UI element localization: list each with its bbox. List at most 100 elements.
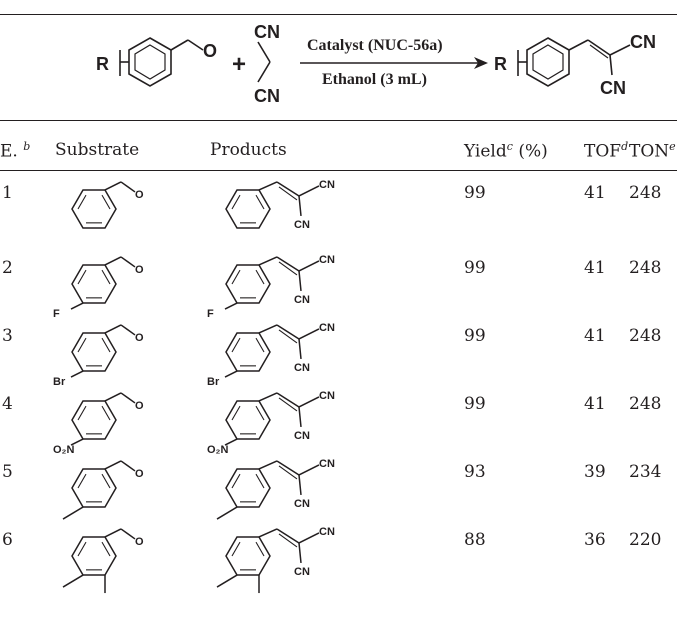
aldehyde-bond bbox=[104, 460, 122, 470]
ring-double-bond bbox=[231, 473, 241, 489]
alkene-double-bond bbox=[278, 397, 298, 412]
row-tof: 41 bbox=[584, 183, 606, 203]
carbonyl-bond bbox=[120, 256, 136, 268]
carbonyl-bond bbox=[120, 181, 136, 193]
header-yield-label: Yield bbox=[464, 141, 507, 162]
ring-double-bond bbox=[255, 405, 265, 421]
ring-double-bond bbox=[231, 337, 241, 353]
ring-double-bond bbox=[101, 337, 111, 353]
cn-label-bottom: CN bbox=[294, 566, 310, 578]
scheme-product-r-group: R bbox=[494, 54, 507, 74]
header-entry-footnote: b bbox=[23, 140, 31, 153]
benzene-ring bbox=[71, 189, 117, 229]
benzene-ring bbox=[71, 400, 117, 440]
row-yield: 99 bbox=[464, 258, 486, 278]
row-entry: 6 bbox=[2, 530, 13, 550]
ring-double-bond bbox=[101, 405, 111, 421]
row-tof: 39 bbox=[584, 462, 606, 482]
scheme-malononitrile-cn-top: CN bbox=[254, 22, 280, 42]
cn-label-top: CN bbox=[319, 458, 335, 470]
vinyl-bond bbox=[258, 256, 278, 266]
cn-label-bottom: CN bbox=[294, 362, 310, 374]
scheme-solvent-label: Ethanol (3 mL) bbox=[322, 71, 427, 88]
benzene-ring bbox=[225, 332, 271, 372]
alkene-bond bbox=[276, 392, 300, 408]
carbonyl-bond bbox=[120, 392, 136, 404]
row-entry: 5 bbox=[2, 462, 13, 482]
cn-bond-bottom bbox=[298, 195, 302, 217]
cn-label-bottom: CN bbox=[294, 219, 310, 231]
cn-bond-bottom bbox=[298, 338, 302, 360]
header-ton-footnote: e bbox=[669, 140, 676, 153]
substituent-bond bbox=[224, 302, 238, 310]
row-yield: 93 bbox=[464, 462, 486, 482]
scheme-product-cn-top: CN bbox=[630, 32, 656, 52]
ring-double-bond bbox=[255, 541, 265, 557]
ring-double-bond bbox=[231, 405, 241, 421]
ring-double-bond bbox=[77, 194, 87, 210]
substituent-label: F bbox=[207, 308, 214, 320]
aldehyde-o-label: O bbox=[135, 468, 144, 480]
aldehyde-o-label: O bbox=[135, 400, 144, 412]
header-tof: TOFd bbox=[584, 140, 628, 162]
row-tof: 41 bbox=[584, 326, 606, 346]
vinyl-bond bbox=[258, 528, 278, 538]
ring-double-bond bbox=[77, 405, 87, 421]
cn-bond-bottom bbox=[298, 542, 302, 564]
ring-double-bond bbox=[101, 473, 111, 489]
ring-double-bond bbox=[77, 269, 87, 285]
methyl-bond bbox=[62, 506, 84, 520]
aldehyde-o-label: O bbox=[135, 332, 144, 344]
cn-bond-top bbox=[298, 396, 320, 408]
alkene-double-bond bbox=[278, 465, 298, 480]
alkene-bond bbox=[276, 528, 300, 544]
substrate-structure: OF bbox=[53, 256, 144, 320]
row-ton: 248 bbox=[629, 394, 662, 414]
cn-bond-top bbox=[298, 328, 320, 340]
substituent-bond bbox=[224, 370, 238, 378]
cn-label-bottom: CN bbox=[294, 498, 310, 510]
row-yield: 99 bbox=[464, 394, 486, 414]
alkene-double-bond bbox=[278, 533, 298, 548]
carbonyl-bond bbox=[120, 460, 136, 472]
ring-double-bond bbox=[255, 473, 265, 489]
ring-double-bond bbox=[231, 194, 241, 210]
benzene-ring bbox=[225, 264, 271, 304]
reaction-scheme: R O + CN CN Catalyst (NUC-56a) Ethanol (… bbox=[96, 22, 656, 106]
cn-bond-bottom bbox=[298, 406, 302, 428]
row-tof: 36 bbox=[584, 530, 606, 550]
ring-double-bond bbox=[231, 541, 241, 557]
substrate-structure: O bbox=[62, 460, 144, 520]
cn-label-top: CN bbox=[319, 322, 335, 334]
carbonyl-bond bbox=[120, 528, 136, 540]
header-entry: E. b bbox=[0, 140, 30, 162]
scheme-catalyst-label: Catalyst (NUC-56a) bbox=[307, 37, 443, 54]
benzene-ring bbox=[225, 468, 271, 508]
row-ton: 248 bbox=[629, 183, 662, 203]
row-tof: 41 bbox=[584, 258, 606, 278]
vinyl-bond bbox=[258, 181, 278, 191]
row-entry: 1 bbox=[2, 183, 13, 203]
methyl-bond bbox=[216, 574, 238, 588]
substrate-structure: OBr bbox=[53, 324, 144, 388]
cn-bond-top bbox=[298, 185, 320, 197]
aldehyde-o-label: O bbox=[135, 264, 144, 276]
reaction-arrowhead bbox=[474, 57, 488, 69]
aldehyde-bond bbox=[104, 392, 122, 402]
cn-bond-bottom bbox=[298, 474, 302, 496]
substrate-structure: O bbox=[62, 528, 144, 594]
header-products: Products bbox=[210, 140, 287, 160]
row-entry: 4 bbox=[2, 394, 13, 414]
ring-double-bond bbox=[101, 541, 111, 557]
benzene-ring bbox=[225, 536, 271, 576]
methyl-bond bbox=[216, 506, 238, 520]
vinyl-bond bbox=[258, 324, 278, 334]
